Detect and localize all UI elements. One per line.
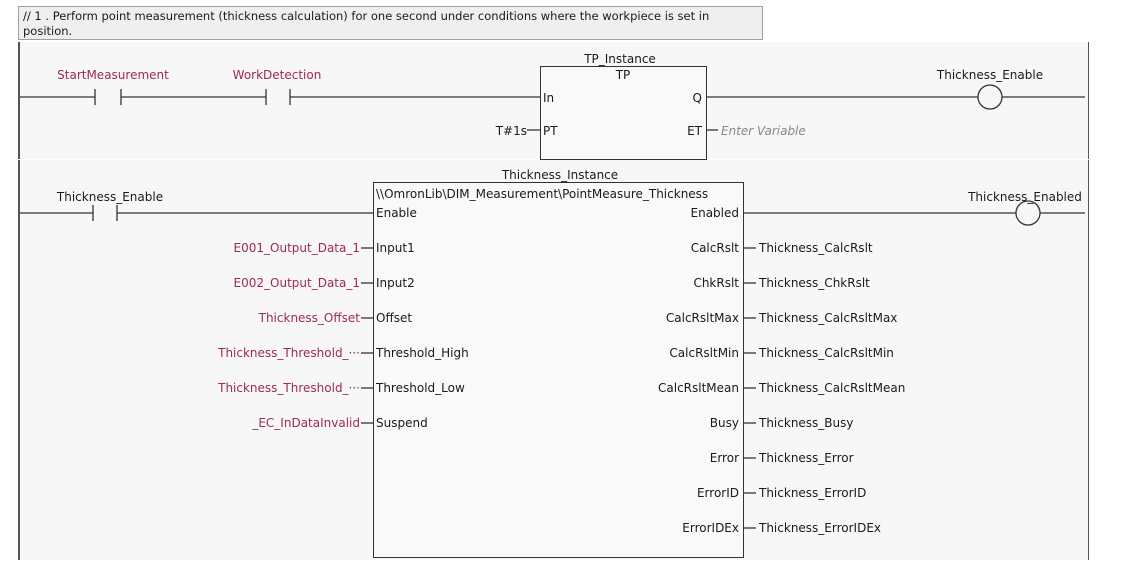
pin-q: Q: [692, 91, 702, 105]
pin-error: Error: [709, 451, 739, 465]
pin-erroridex: ErrorIDEx: [682, 521, 739, 535]
tp-instance-name[interactable]: TP_Instance: [584, 52, 656, 66]
pin-busy: Busy: [709, 416, 739, 430]
pin-pt: PT: [543, 124, 558, 138]
thickness-fb-type: \\OmronLib\DIM_Measurement\PointMeasure_…: [376, 187, 709, 201]
coil-thickness-enabled[interactable]: Thickness_Enabled: [968, 190, 1082, 204]
contact-start-measurement[interactable]: StartMeasurement: [57, 68, 169, 82]
pin-calcrsltmax: CalcRsltMax: [665, 311, 739, 325]
input-variable-threshold-high[interactable]: Thickness_Threshold_···: [218, 346, 360, 360]
pin-calcrsltmean: CalcRsltMean: [658, 381, 739, 395]
input-variable-suspend[interactable]: _EC_InDataInvalid: [252, 416, 360, 430]
contact-thickness-enable[interactable]: Thickness_Enable: [56, 190, 164, 204]
input-variable-input2[interactable]: E002_Output_Data_1: [233, 276, 360, 290]
pin-calcrslt: CalcRslt: [690, 241, 739, 255]
pin-in: In: [543, 91, 555, 105]
output-variable-chkrslt[interactable]: Thickness_ChkRslt: [759, 276, 870, 290]
coil-thickness-enable[interactable]: Thickness_Enable: [936, 68, 1044, 82]
pin-threshold-high: Threshold_High: [376, 346, 469, 360]
rung-comment[interactable]: // 1 . Perform point measurement (thickn…: [18, 6, 763, 40]
output-variable-error[interactable]: Thickness_Error: [759, 451, 854, 465]
output-variable-calcrsltmax[interactable]: Thickness_CalcRsltMax: [759, 311, 898, 325]
thickness-function-block[interactable]: [373, 182, 744, 558]
pin-calcrsltmin: CalcRsltMin: [669, 346, 739, 360]
pt-value[interactable]: T#1s: [495, 124, 527, 138]
output-variable-calcrsltmean[interactable]: Thickness_CalcRsltMean: [759, 381, 906, 395]
input-variable-offset[interactable]: Thickness_Offset: [258, 311, 360, 325]
et-variable-placeholder[interactable]: Enter Variable: [721, 124, 806, 138]
pin-offset: Offset: [376, 311, 413, 325]
pin-errorid: ErrorID: [696, 486, 739, 500]
pin-enabled: Enabled: [690, 206, 740, 220]
tp-type: TP: [615, 68, 631, 82]
pin-input1: Input1: [376, 241, 415, 255]
input-variable-threshold-low[interactable]: Thickness_Threshold_···: [218, 381, 360, 395]
output-variable-erroridex[interactable]: Thickness_ErrorIDEx: [759, 521, 882, 535]
pin-enable: Enable: [376, 206, 417, 220]
output-variable-errorid[interactable]: Thickness_ErrorID: [759, 486, 867, 500]
pin-chkrslt: ChkRslt: [693, 276, 739, 290]
tp-function-block[interactable]: [540, 66, 707, 160]
pin-suspend: Suspend: [376, 416, 428, 430]
output-variable-calcrslt[interactable]: Thickness_CalcRslt: [759, 241, 873, 255]
input-variable-input1[interactable]: E001_Output_Data_1: [233, 241, 360, 255]
pin-threshold-low: Threshold_Low: [376, 381, 465, 395]
thickness-instance-name[interactable]: Thickness_Instance: [501, 168, 619, 182]
pin-input2: Input2: [376, 276, 415, 290]
pin-et: ET: [687, 124, 702, 138]
output-variable-busy[interactable]: Thickness_Busy: [759, 416, 854, 430]
output-variable-calcrsltmin[interactable]: Thickness_CalcRsltMin: [759, 346, 894, 360]
contact-work-detection[interactable]: WorkDetection: [232, 68, 322, 82]
